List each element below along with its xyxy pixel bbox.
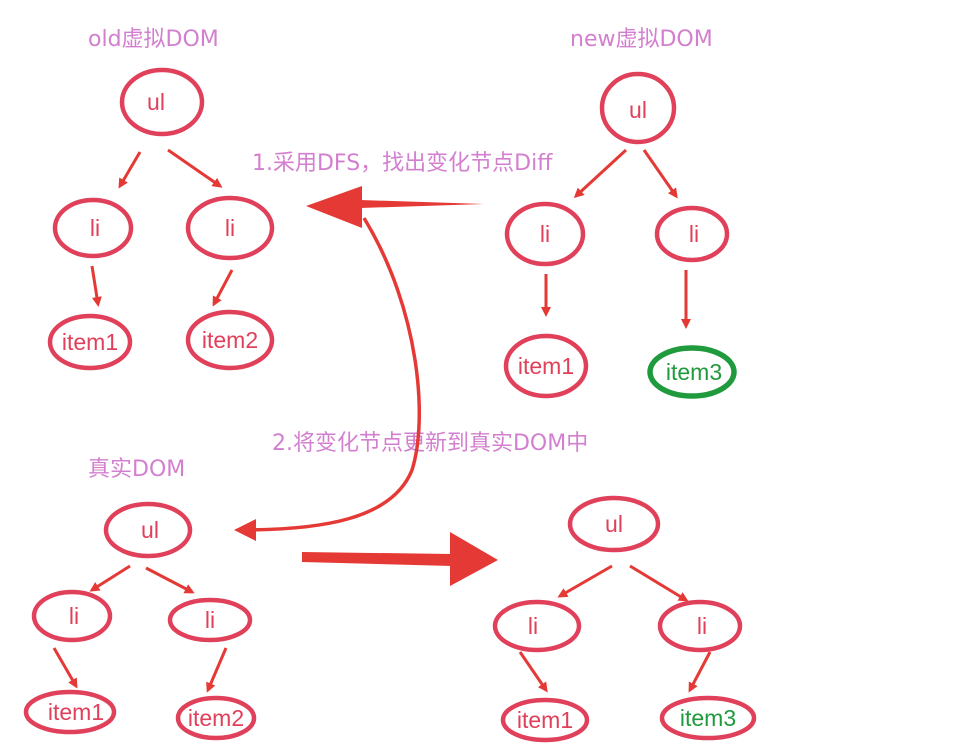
real-node-item2: item2 <box>175 695 257 741</box>
new-node-li-2-label: li <box>689 221 699 247</box>
result-node-ul-label: ul <box>605 511 623 537</box>
apply-arrow-head <box>450 532 498 586</box>
real-node-ul: ul <box>103 501 193 559</box>
diff-arrow-head <box>306 186 362 228</box>
real-edge-ul-li2 <box>145 566 195 594</box>
old-node-item2-label: item2 <box>202 327 258 353</box>
real-node-item1: item1 <box>23 689 117 735</box>
real-node-li-1: li <box>31 589 113 643</box>
apply-arrow-real-to-result <box>302 532 498 586</box>
new-node-ul-label: ul <box>629 97 647 123</box>
result-node-li-1-label: li <box>528 613 538 639</box>
old-edge-li2-item2 <box>212 269 234 307</box>
new-node-li-1: li <box>504 201 586 267</box>
old-node-li-2: li <box>185 195 275 261</box>
result-dom-tree: ul li li item1 item3 <box>492 495 757 743</box>
step-diff-label: 1.采用DFS，找出变化节点Diff <box>252 151 553 176</box>
step-patch-label: 2.将变化节点更新到真实DOM中 <box>272 431 588 456</box>
result-edge-li1-item1 <box>518 651 548 693</box>
result-node-item3-label: item3 <box>680 705 736 731</box>
new-edge-ul-li1 <box>573 148 628 199</box>
real-node-li-2-label: li <box>205 607 215 633</box>
new-vdom-title: new虚拟DOM <box>570 27 713 52</box>
new-node-item3-label: item3 <box>666 359 722 385</box>
real-dom-title: 真实DOM <box>88 457 185 482</box>
result-node-item3-changed: item3 <box>659 695 757 741</box>
old-node-ul: ul <box>119 67 205 137</box>
diff-arrow-new-to-old <box>306 186 484 228</box>
old-edge-li1-item1 <box>90 265 102 307</box>
result-edge-li2-item3 <box>688 651 712 693</box>
result-edge-ul-li1 <box>557 564 613 598</box>
result-node-item1-label: item1 <box>517 707 573 733</box>
old-node-item1: item1 <box>47 313 133 371</box>
patch-curve-arrow <box>234 217 422 541</box>
new-edge-ul-li2 <box>642 149 678 199</box>
old-edge-ul-li1 <box>118 151 142 189</box>
real-edge-li1-item1 <box>52 647 78 689</box>
real-dom-tree: ul li li item1 item2 <box>23 501 257 741</box>
new-node-li-1-label: li <box>540 221 550 247</box>
new-node-item3-changed: item3 <box>647 345 737 399</box>
new-node-li-2: li <box>654 205 730 263</box>
real-edge-li2-item2 <box>206 647 228 693</box>
old-edge-ul-li2 <box>167 148 223 188</box>
real-node-li-1-label: li <box>69 603 79 629</box>
old-node-ul-label: ul <box>147 89 165 115</box>
real-node-item2-label: item2 <box>188 705 244 731</box>
result-node-li-1: li <box>492 599 582 653</box>
old-node-li-1: li <box>52 197 134 259</box>
result-node-ul: ul <box>567 495 661 553</box>
new-node-item1: item1 <box>503 333 589 399</box>
new-vdom-tree: ul li li item1 item3 <box>503 71 737 399</box>
real-node-item1-label: item1 <box>48 699 104 725</box>
result-node-li-2-label: li <box>697 613 707 639</box>
old-node-item1-label: item1 <box>62 329 118 355</box>
real-node-ul-label: ul <box>141 517 159 543</box>
old-vdom-title: old虚拟DOM <box>88 27 219 52</box>
result-node-li-2: li <box>657 599 743 653</box>
result-node-item1: item1 <box>500 697 590 743</box>
old-node-li-2-label: li <box>225 215 235 241</box>
real-node-li-2: li <box>167 597 253 643</box>
real-edge-ul-li1 <box>89 564 131 592</box>
old-node-li-1-label: li <box>90 215 100 241</box>
new-node-item1-label: item1 <box>518 353 574 379</box>
old-node-item2: item2 <box>185 309 275 371</box>
old-vdom-tree: ul li li item1 item2 <box>47 67 275 371</box>
new-node-ul: ul <box>599 71 677 145</box>
result-edge-ul-li2 <box>629 564 689 602</box>
